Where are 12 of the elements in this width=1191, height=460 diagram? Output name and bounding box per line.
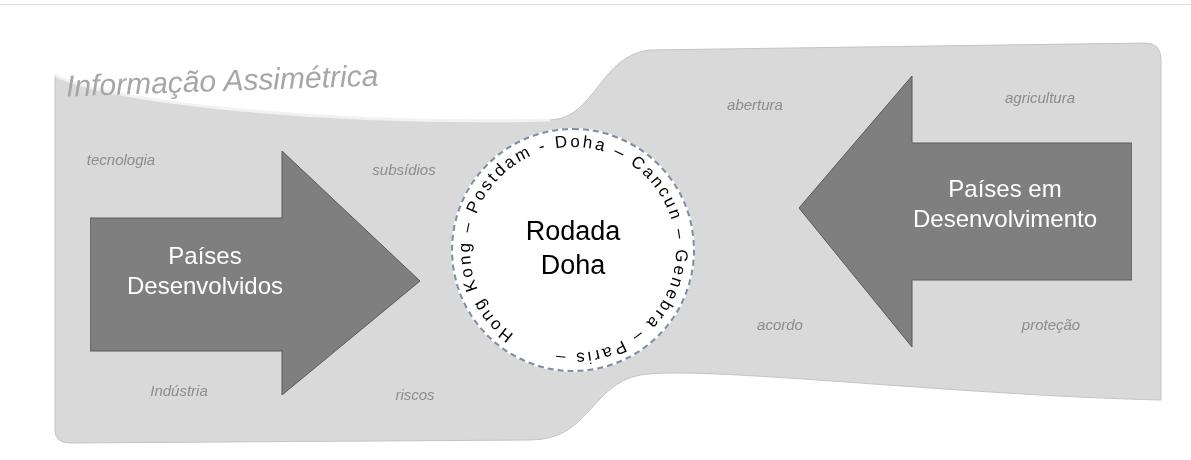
- keyword-label: subsídios: [372, 159, 436, 180]
- circle-title: Rodada Doha: [524, 215, 622, 282]
- arrow-label: Países Desenvolvidos: [125, 241, 285, 301]
- banner-title: Informação Assimétrica: [65, 57, 379, 105]
- keyword-label: proteção: [1021, 314, 1081, 335]
- arrow-label: Países em Desenvolvimento: [911, 174, 1099, 234]
- keyword-label: acordo: [757, 314, 803, 335]
- keyword-label: Indústria: [150, 380, 208, 401]
- keyword-label: abertura: [727, 94, 783, 115]
- keyword-label: agricultura: [1005, 87, 1075, 108]
- keyword-label: tecnologia: [86, 149, 156, 170]
- keyword-label: riscos: [395, 384, 435, 405]
